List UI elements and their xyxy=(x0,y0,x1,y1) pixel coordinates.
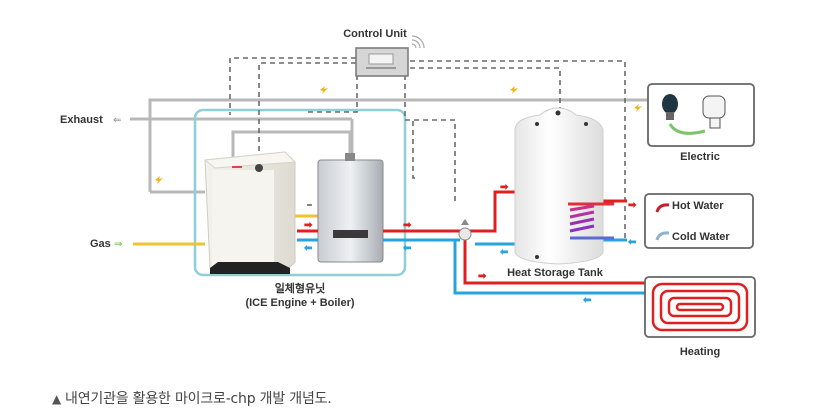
hot-water-faucet-icon xyxy=(655,203,670,213)
caption-text: 내연기관을 활용한 마이크로-chp 개발 개념도. xyxy=(65,391,332,407)
svg-text:⬅: ⬅ xyxy=(402,243,412,254)
svg-text:⬅: ⬅ xyxy=(499,247,509,258)
cfl-bulb-icon xyxy=(702,95,726,129)
electric-label: Electric xyxy=(680,151,720,163)
ice-engine xyxy=(203,151,297,274)
svg-text:➡: ➡ xyxy=(403,220,412,231)
caption-marker: ▲ xyxy=(52,392,62,406)
hot-water-label: Hot Water xyxy=(672,200,724,212)
svg-text:➡: ➡ xyxy=(500,182,509,193)
svg-text:⬅: ⬅ xyxy=(303,243,313,254)
gas-pipe xyxy=(133,214,318,246)
integrated-unit-label-en: (ICE Engine + Boiler) xyxy=(245,297,354,309)
heat-exchanger-coil xyxy=(568,202,614,240)
light-bulb-icon xyxy=(662,94,678,120)
svg-text:➡: ➡ xyxy=(478,271,487,282)
integrated-unit-label-kr: 일체형유닛 xyxy=(275,281,326,295)
gas-arrow: ⇒ xyxy=(114,239,122,250)
control-unit-label: Control Unit xyxy=(343,28,407,40)
integrated-unit-frame xyxy=(193,108,407,277)
svg-text:➡: ➡ xyxy=(628,200,637,211)
cycle-arrow-icon xyxy=(668,123,706,135)
svg-text:⬅: ⬅ xyxy=(627,237,637,248)
boiler xyxy=(317,153,384,263)
lightning-icon xyxy=(155,86,642,184)
figure-caption: ▲내연기관을 활용한 마이크로-chp 개발 개념도. xyxy=(52,388,332,408)
heat-storage-tank-label: Heat Storage Tank xyxy=(507,267,604,279)
wifi-icon xyxy=(411,35,425,49)
exhaust-pipe xyxy=(130,98,648,194)
electric-box[interactable] xyxy=(647,83,755,147)
control-unit[interactable] xyxy=(355,47,409,77)
gas-label: Gas xyxy=(90,238,111,250)
cold-water-faucet-icon xyxy=(655,231,670,241)
heating-box[interactable] xyxy=(644,276,756,338)
svg-text:➡: ➡ xyxy=(304,220,313,231)
heat-storage-tank xyxy=(514,107,604,265)
heating-label: Heating xyxy=(680,346,720,358)
floor-heating-coil-icon xyxy=(651,282,749,332)
exhaust-arrow: ⇐ xyxy=(113,115,121,126)
flow-arrows: ➡ ⬅ ➡ ⬅ ➡ ⬅ ➡ ⬅ ➡ ⬅ xyxy=(303,182,637,306)
water-outlet-box[interactable]: Hot Water Cold Water xyxy=(644,193,754,249)
svg-text:⬅: ⬅ xyxy=(582,295,592,306)
exhaust-label: Exhaust xyxy=(60,114,103,126)
valve-icon xyxy=(458,219,472,241)
cold-water-label: Cold Water xyxy=(672,231,730,243)
